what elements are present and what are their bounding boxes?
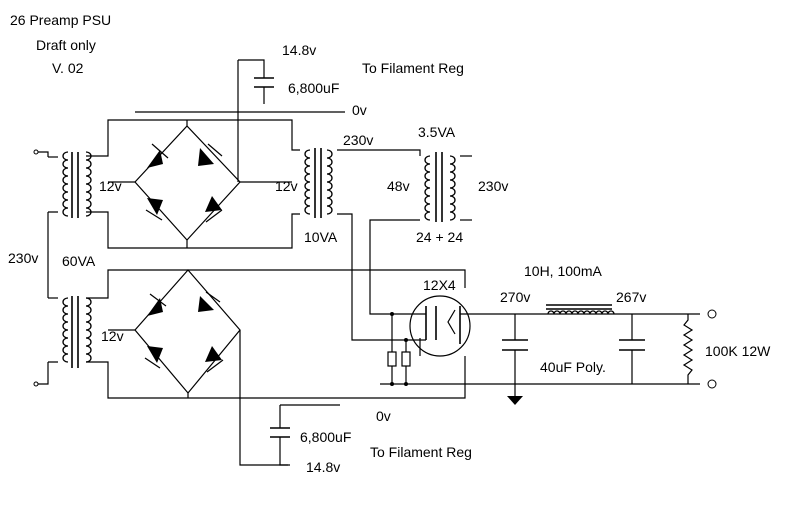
resistor-icon [401,351,411,367]
top-cap-value: 6,800uF [288,80,339,96]
diode-icon [205,346,222,362]
ht-secondary-label: 48v [387,178,410,194]
main-lower-secondary-label: 12v [101,328,124,344]
resistor-icon [682,314,694,384]
main-rating-label: 60VA [62,253,96,269]
step-up-transformer: 12v 230v 10VA [275,132,421,341]
top-filament-capacitor: 14.8v 6,800uF To Filament Reg 0v [135,42,464,182]
step-up-rating-label: 10VA [304,229,338,245]
main-primary-label: 230v [8,250,38,266]
ht-return-terminal [707,379,717,389]
bottom-zero-volt-label: 0v [376,408,391,424]
mains-terminal-bottom [33,381,39,387]
rectifier-tube: 12X4 [392,277,700,357]
bleeder-label: 100K 12W [705,343,771,359]
title-line-1: 26 Preamp PSU [10,12,111,28]
diode-icon [205,196,222,212]
bottom-cap-value: 6,800uF [300,429,351,445]
voltage-after-choke: 267v [616,289,646,305]
title-line-2: Draft only [36,37,96,53]
diode-icon [147,150,163,168]
choke-icon [547,310,615,315]
diode-icon [147,298,163,316]
top-zero-volt-label: 0v [352,102,367,118]
diode-icon [147,198,163,215]
diode-icon [198,296,214,312]
tube-label: 12X4 [423,277,456,293]
title-block: 26 Preamp PSU Draft only V. 02 [10,12,111,76]
diode-icon [198,148,214,166]
mains-terminal-top [33,149,39,155]
diode-icon [147,346,163,363]
ht-taps-label: 24 + 24 [416,229,463,245]
ground-icon [507,396,523,405]
bottom-cap-voltage: 14.8v [306,459,340,475]
main-upper-secondary-label: 12v [99,178,122,194]
heater-resistors [387,312,411,386]
main-transformer-lower: 12v [33,269,188,399]
top-to-filament-label: To Filament Reg [362,60,464,76]
ht-filter: 10H, 100mA 270v 267v 40uF Poly. 100K 12W [380,263,771,405]
ht-out-terminal [707,309,717,319]
upper-bridge-rectifier [108,120,292,248]
filter-caps-label: 40uF Poly. [540,359,606,375]
ht-rating-label: 3.5VA [418,124,456,140]
top-cap-voltage: 14.8v [282,42,316,58]
ht-transformer: 3.5VA 48v 230v 24 + 24 [369,124,508,315]
step-up-secondary-label: 12v [275,178,298,194]
resistor-icon [387,351,397,367]
lower-bridge-rectifier [108,269,466,466]
title-line-3: V. 02 [52,60,84,76]
bottom-filament-capacitor: 0v 6,800uF To Filament Reg 14.8v [188,356,472,475]
choke-label: 10H, 100mA [524,263,602,279]
voltage-before-choke: 270v [500,289,530,305]
bottom-to-filament-label: To Filament Reg [370,444,472,460]
step-up-primary-label: 230v [343,132,373,148]
ht-primary-label: 230v [478,178,508,194]
